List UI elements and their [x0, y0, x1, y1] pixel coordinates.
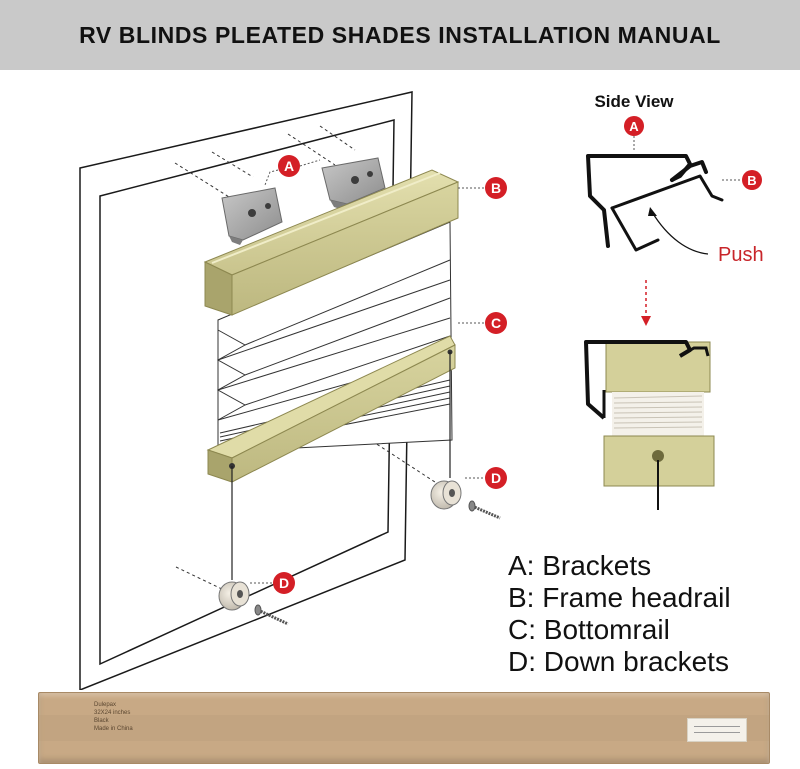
callout-leaders: [250, 159, 484, 584]
callout-d-right: D: [485, 467, 507, 489]
push-arrow-icon: [651, 211, 709, 255]
down-bracket-left-icon: [218, 581, 250, 611]
side-view-title: Side View: [594, 92, 674, 111]
bracket-left-icon: [221, 187, 283, 245]
box-color: Black: [94, 718, 109, 724]
svg-text:A: A: [284, 158, 294, 174]
box-size: 32X24 inches: [94, 710, 131, 716]
installation-diagram: A B C D D Side View A B Push: [79, 91, 764, 690]
screw-right-icon: [468, 500, 501, 520]
callout-a: A: [278, 155, 300, 177]
svg-text:D: D: [491, 470, 501, 486]
side-view-callout-a: A: [624, 116, 644, 152]
product-box: Dulepax 32X24 inches Black Made in China: [38, 692, 770, 764]
installed-view: [584, 340, 715, 510]
bracket-right-icon: [321, 157, 386, 210]
push-arrowhead: [648, 207, 657, 216]
legend-item-brackets: A: Brackets: [508, 550, 652, 581]
legend-item-frame-headrail: B: Frame headrail: [508, 582, 731, 613]
svg-text:D: D: [279, 575, 289, 591]
header-bar: RV BLINDS PLEATED SHADES INSTALLATION MA…: [0, 0, 800, 70]
arrow-down-icon: [641, 280, 651, 326]
box-tape: [39, 715, 769, 741]
svg-text:A: A: [629, 119, 639, 134]
svg-text:B: B: [747, 173, 756, 188]
frame-headrail: [203, 169, 460, 316]
legend-item-down-brackets: D: Down brackets: [508, 646, 729, 677]
box-print: Dulepax 32X24 inches Black Made in China: [94, 701, 164, 755]
side-view-bracket-profile: [586, 154, 708, 248]
down-bracket-right-icon: [430, 480, 462, 510]
svg-text:C: C: [491, 315, 501, 331]
callout-d-left: D: [273, 572, 295, 594]
side-view-callout-b: B: [722, 170, 762, 190]
screw-left-icon: [254, 604, 289, 626]
window-frame: [79, 91, 413, 690]
legend: A: Brackets B: Frame headrail C: Bottomr…: [508, 550, 798, 678]
legend-item-bottomrail: C: Bottomrail: [508, 614, 670, 645]
callout-b: B: [485, 177, 507, 199]
cords: [231, 352, 451, 580]
page-title: RV BLINDS PLEATED SHADES INSTALLATION MA…: [79, 21, 721, 48]
push-label: Push: [718, 244, 764, 266]
svg-text:B: B: [491, 180, 501, 196]
box-origin: Made in China: [94, 726, 133, 732]
box-brand: Dulepax: [94, 702, 117, 708]
box-sticker: [687, 718, 747, 742]
callout-c: C: [485, 312, 507, 334]
side-view-headrail-profile: [610, 174, 724, 252]
